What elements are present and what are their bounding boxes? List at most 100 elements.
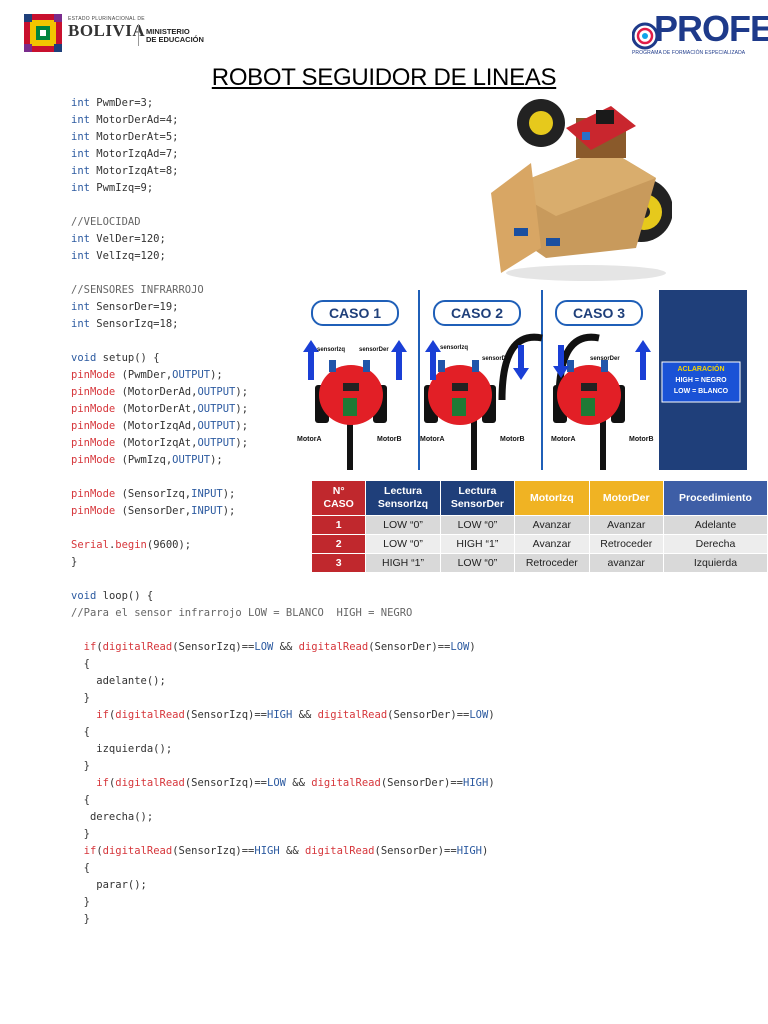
table-cell: LOW “0” bbox=[439, 515, 516, 535]
code-token: digitalRead bbox=[311, 777, 381, 789]
code-token: pinMode bbox=[71, 505, 116, 517]
code-line: int MotorIzqAt=8; bbox=[71, 163, 495, 180]
table-header-cell: MotorDer bbox=[588, 480, 664, 516]
code-token: int bbox=[71, 114, 90, 126]
code-line: adelante(); bbox=[71, 673, 495, 690]
code-token: && bbox=[292, 709, 318, 721]
case-3-motorb-label: MotorB bbox=[629, 436, 654, 443]
code-token: } bbox=[71, 896, 90, 908]
code-token: pinMode bbox=[71, 488, 116, 500]
code-line: } bbox=[71, 826, 495, 843]
code-token: LOW bbox=[267, 777, 286, 789]
table-cell: LOW “0” bbox=[365, 515, 441, 535]
case-2-sensor-izq-label: sensorIzq bbox=[440, 345, 469, 351]
code-token: (SensorDer)== bbox=[368, 641, 451, 653]
code-line: if(digitalRead(SensorIzq)==HIGH && digit… bbox=[71, 843, 495, 860]
table-cell: 2 bbox=[310, 534, 367, 554]
code-line: pinMode (MotorIzqAd,OUTPUT); bbox=[71, 418, 495, 435]
code-token: ( bbox=[96, 641, 103, 653]
code-token: OUTPUT bbox=[197, 437, 236, 449]
profe-logo: PROFE PROGRAMA DE FORMACIÓN ESPECIALIZAD… bbox=[632, 8, 768, 60]
code-line: void setup() { bbox=[71, 350, 495, 367]
code-token: SensorDer=19; bbox=[89, 301, 179, 313]
code-token: LOW bbox=[469, 709, 489, 721]
code-token bbox=[71, 641, 84, 653]
code-token: int bbox=[71, 250, 90, 262]
code-token: if bbox=[83, 641, 97, 653]
code-token: izquierda(); bbox=[71, 743, 173, 755]
code-token: digitalRead bbox=[298, 641, 369, 653]
case-2-label: CASO 2 bbox=[433, 300, 521, 326]
code-line: { bbox=[71, 860, 495, 877]
code-token: ); bbox=[210, 454, 223, 466]
table-header-cell: Lectura SensorIzq bbox=[365, 480, 441, 516]
code-line: int SensorDer=19; bbox=[71, 299, 495, 316]
code-token: OUTPUT bbox=[197, 420, 236, 432]
code-token: digitalRead bbox=[102, 845, 173, 857]
code-token: digitalRead bbox=[115, 777, 185, 789]
code-line bbox=[71, 622, 495, 639]
code-token: (SensorIzq)== bbox=[172, 641, 255, 653]
code-token: SensorIzq=18; bbox=[89, 318, 179, 330]
code-token: { bbox=[71, 794, 90, 806]
bolivia-emblem-icon bbox=[22, 12, 64, 54]
table-cell: HIGH “1” bbox=[439, 534, 516, 554]
code-token: MotorDerAt=5; bbox=[89, 131, 179, 143]
code-token: . bbox=[108, 539, 116, 551]
case-2-motorb-label: MotorB bbox=[500, 436, 525, 443]
code-token: && bbox=[273, 641, 299, 653]
code-token: if bbox=[83, 845, 97, 857]
code-token: MotorIzqAd=7; bbox=[89, 148, 179, 160]
robot-case-3 bbox=[553, 360, 625, 425]
table-cell: Avanzar bbox=[514, 534, 590, 554]
code-token: PwmIzq=9; bbox=[89, 182, 154, 194]
profe-word: PROFE bbox=[654, 8, 768, 49]
cases-diagram: CASO 1 CASO 2 CASO 3 sensorIzq sensorDer… bbox=[297, 290, 747, 490]
code-token: pinMode bbox=[71, 403, 116, 415]
code-line: int VelIzq=120; bbox=[71, 248, 495, 265]
code-line: //SENSORES INFRARROJO bbox=[71, 282, 495, 299]
code-token: //Para el sensor infrarrojo LOW = BLANCO… bbox=[71, 607, 413, 619]
code-line: derecha(); bbox=[71, 809, 495, 826]
code-token bbox=[71, 709, 96, 721]
case-3-motora-label: MotorA bbox=[551, 436, 576, 443]
code-token: ); bbox=[235, 437, 249, 449]
code-token: derecha(); bbox=[71, 811, 154, 823]
code-line: int MotorDerAt=5; bbox=[71, 129, 495, 146]
note-line1: HIGH = NEGRO bbox=[675, 377, 727, 384]
profe-swirl-icon bbox=[632, 22, 658, 50]
code-line: if(digitalRead(SensorIzq)==LOW && digita… bbox=[71, 639, 495, 656]
code-token: ) bbox=[488, 709, 495, 721]
table-cell: Izquierda bbox=[662, 553, 768, 573]
ministerio-line1: MINISTERIO bbox=[146, 27, 190, 36]
profe-subtitle: PROGRAMA DE FORMACIÓN ESPECIALIZADA bbox=[632, 50, 746, 56]
code-token: LOW bbox=[254, 641, 274, 653]
robot-case-1 bbox=[315, 360, 387, 425]
code-line: { bbox=[71, 724, 495, 741]
code-token: OUTPUT bbox=[197, 386, 236, 398]
code-token: void bbox=[71, 590, 97, 602]
table-header-cell: Lectura SensorDer bbox=[439, 480, 516, 516]
code-token: (MotorDerAd, bbox=[115, 386, 198, 398]
code-token: INPUT bbox=[191, 505, 223, 517]
code-token: OUTPUT bbox=[172, 454, 211, 466]
code-line: { bbox=[71, 792, 495, 809]
code-token: (PwmDer, bbox=[115, 369, 173, 381]
code-token: int bbox=[71, 165, 90, 177]
table-cell: Avanzar bbox=[588, 515, 664, 535]
code-token: MotorDerAd=4; bbox=[89, 114, 179, 126]
code-line: } bbox=[71, 690, 495, 707]
code-token: int bbox=[71, 318, 90, 330]
code-token: (SensorIzq, bbox=[115, 488, 192, 500]
code-line: pinMode (SensorIzq,INPUT); bbox=[71, 486, 495, 503]
code-token: digitalRead bbox=[102, 641, 173, 653]
code-line: int MotorDerAd=4; bbox=[71, 112, 495, 129]
code-token: digitalRead bbox=[317, 709, 388, 721]
code-token: HIGH bbox=[456, 845, 482, 857]
code-token: } bbox=[71, 556, 78, 568]
code-token: && bbox=[279, 845, 305, 857]
code-line: } bbox=[71, 894, 495, 911]
